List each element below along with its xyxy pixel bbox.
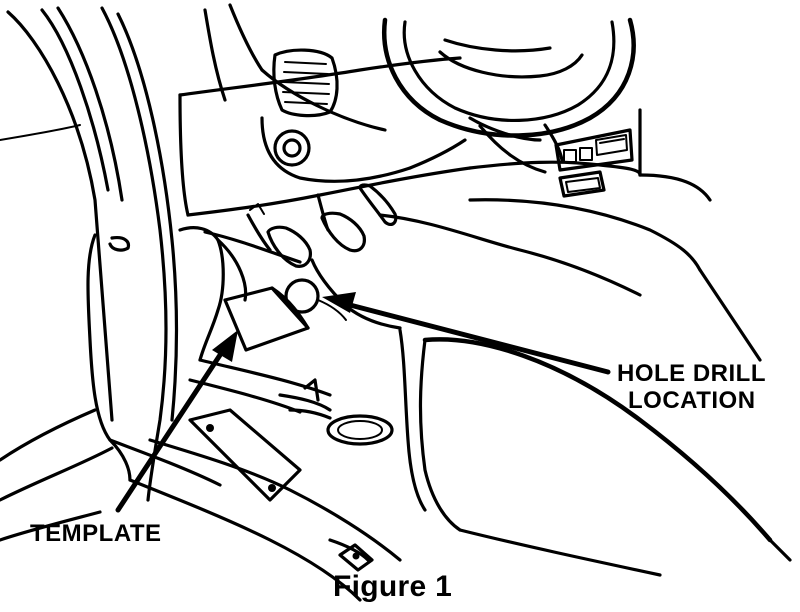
air-vent xyxy=(272,48,339,118)
hole-drill-label-line1: HOLE DRILL xyxy=(617,360,766,387)
figure-caption: Figure 1 xyxy=(333,570,453,603)
a-pillar xyxy=(0,6,179,502)
drill-template xyxy=(223,286,310,352)
dashboard xyxy=(178,3,642,217)
pedals xyxy=(246,183,398,268)
hole-drill-label-line2: LOCATION xyxy=(628,387,756,414)
dash-knob xyxy=(273,129,311,167)
template-label: TEMPLATE xyxy=(30,520,162,547)
template-arrow xyxy=(115,330,238,513)
console-side xyxy=(378,173,762,362)
steering-wheel xyxy=(382,17,636,174)
door-sill xyxy=(0,378,402,602)
switch-panel xyxy=(554,128,634,198)
hole-drill-arrow xyxy=(322,292,611,375)
center-console xyxy=(398,328,792,577)
